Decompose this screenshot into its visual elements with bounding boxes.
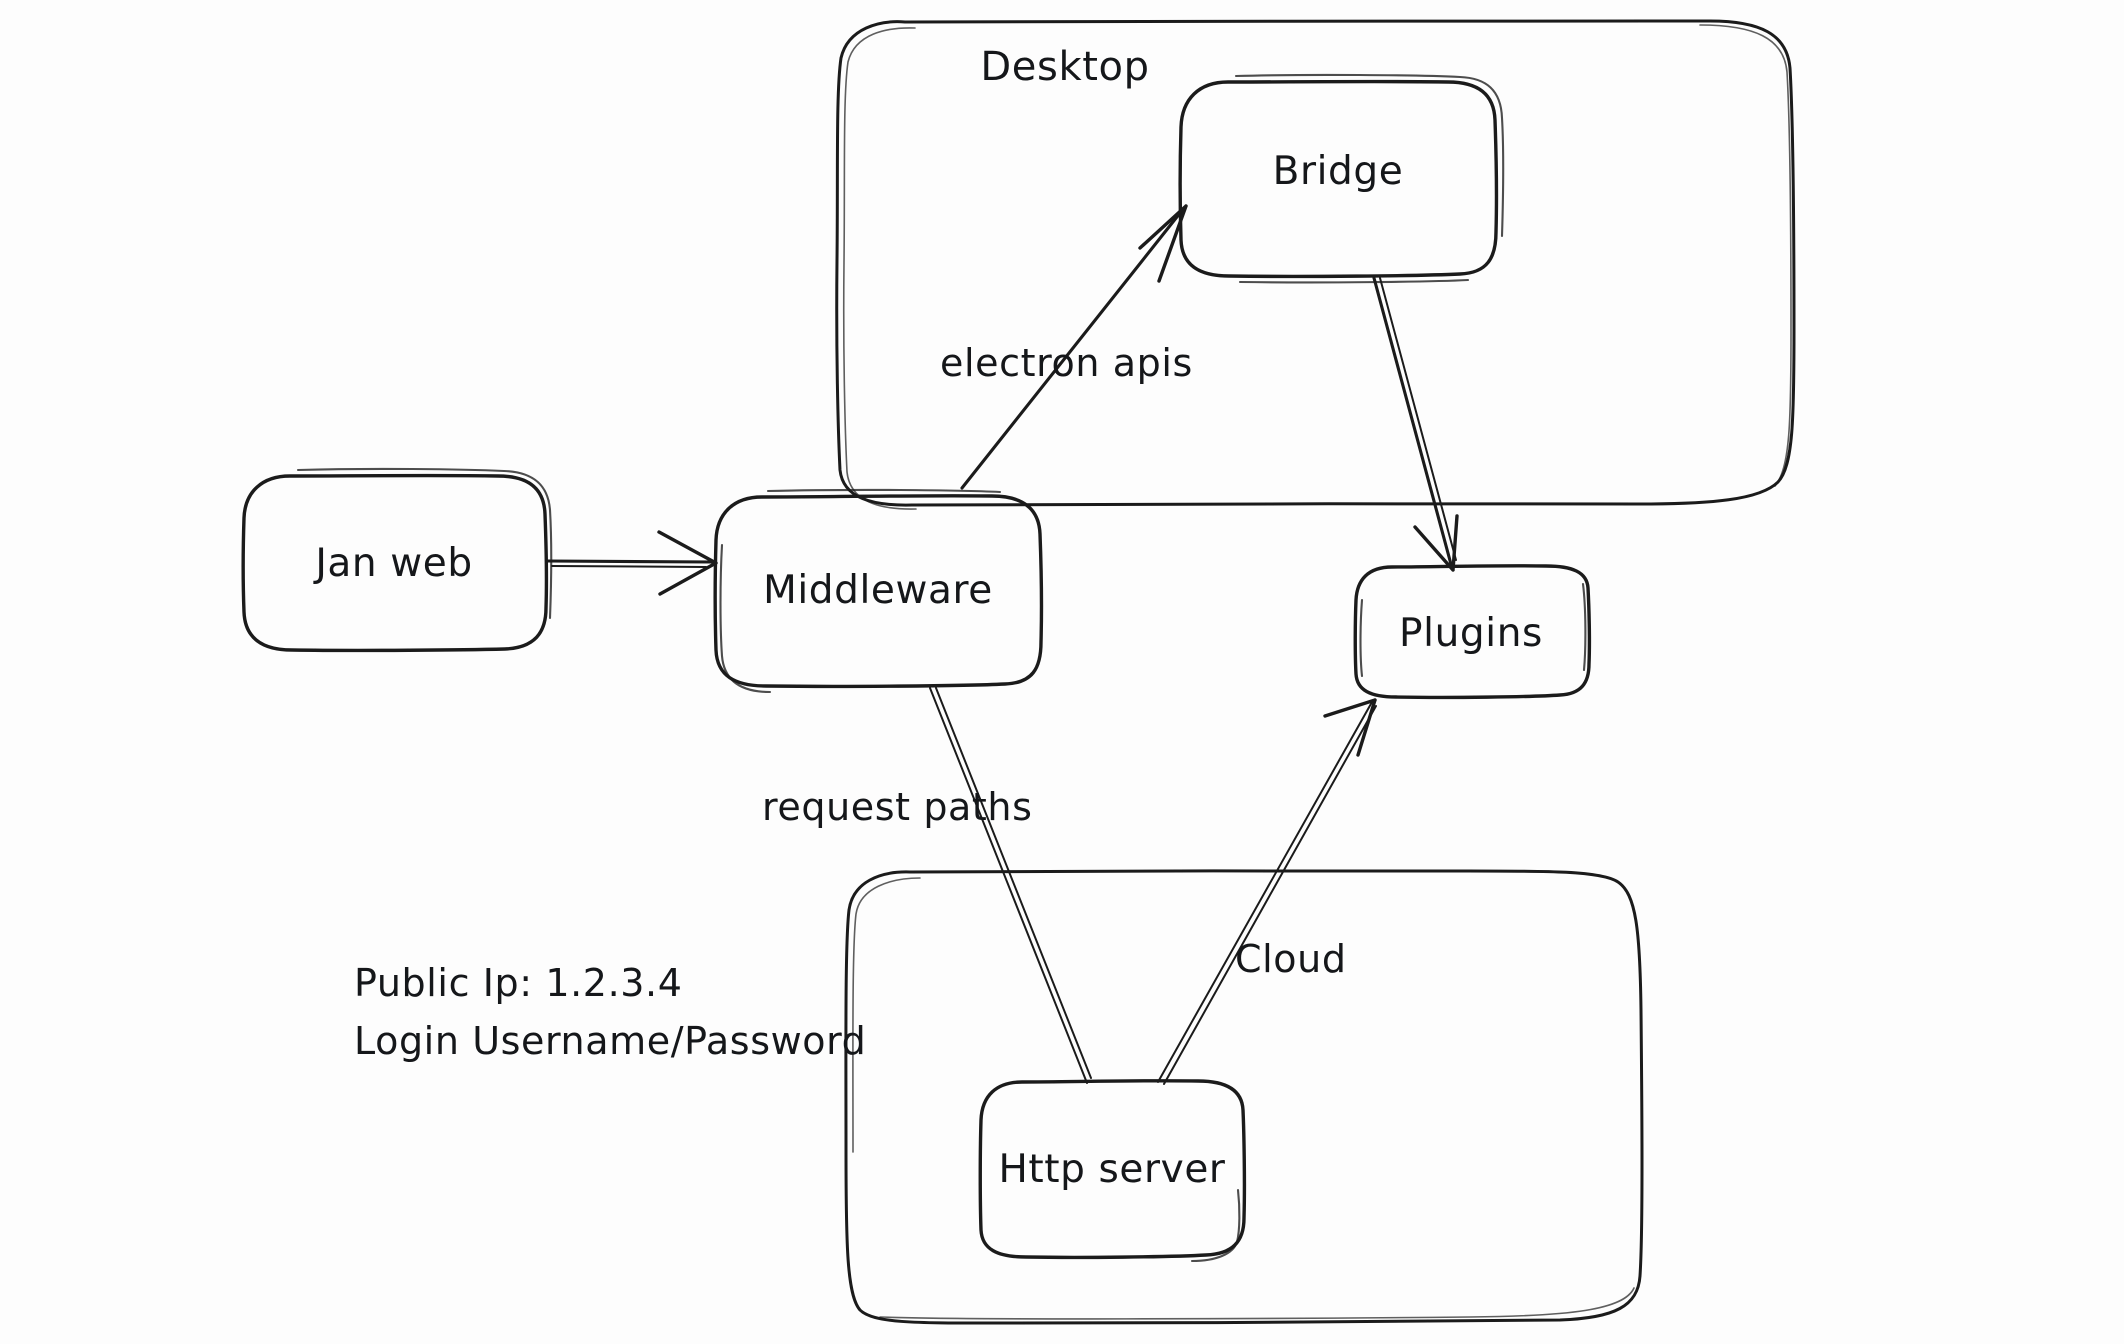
note-public-ip-login: Public Ip: 1.2.3.4 Login Username/Passwo… — [354, 961, 866, 1063]
node-bridge-box-ghost-bottom — [1238, 278, 1470, 284]
group-cloud-outline — [844, 869, 1644, 1325]
edge-bridge-to-plugins-line — [1372, 276, 1454, 570]
edge-jan-web-to-middleware[interactable] — [546, 530, 718, 596]
edge-label-request-paths: request paths — [762, 785, 1033, 829]
edge-label-cloud: Cloud — [1235, 937, 1347, 981]
edge-http-server-to-plugins-line-ghost — [1163, 705, 1377, 1085]
node-jan-web-box-ghost — [296, 467, 553, 620]
node-bridge-box — [1178, 79, 1499, 279]
node-bridge-label: Bridge — [1273, 149, 1404, 194]
node-http-server[interactable]: Http server — [978, 1079, 1247, 1263]
node-plugins-label: Plugins — [1399, 611, 1543, 656]
group-desktop-label: Desktop — [980, 44, 1149, 90]
edge-http-server-to-plugins-arrowhead — [1323, 698, 1377, 757]
node-jan-web-box — [241, 473, 549, 653]
group-cloud-outline-ghost — [852, 877, 921, 1153]
edge-http-server-to-plugins[interactable]: Cloud — [1157, 698, 1377, 1085]
node-middleware-box-ghost-top — [766, 488, 1002, 494]
note-login-line: Login Username/Password — [354, 1019, 866, 1063]
node-plugins-box — [1353, 564, 1592, 700]
edge-jan-web-to-middleware-line — [546, 559, 715, 564]
edge-http-server-to-plugins-line — [1157, 701, 1373, 1083]
node-http-server-box-ghost — [1190, 1188, 1241, 1263]
node-jan-web[interactable]: Jan web — [241, 467, 553, 653]
group-cloud-outline-ghost-bottom — [879, 1287, 1635, 1320]
edge-bridge-to-plugins-line-ghost — [1379, 277, 1457, 561]
group-desktop[interactable]: Desktop — [835, 19, 1796, 510]
edge-middleware-to-http-server[interactable]: request paths — [762, 687, 1092, 1084]
node-middleware-label: Middleware — [763, 568, 993, 613]
node-plugins-box-ghost-right — [1581, 582, 1587, 672]
node-plugins-box-ghost — [1359, 598, 1364, 678]
node-middleware-box-ghost — [719, 543, 772, 694]
group-desktop-outline-ghost — [842, 27, 917, 510]
edge-jan-web-to-middleware-line-ghost — [551, 565, 707, 568]
group-desktop-outline — [835, 19, 1796, 507]
node-plugins[interactable]: Plugins — [1353, 564, 1592, 700]
edge-bridge-to-plugins[interactable] — [1372, 276, 1459, 572]
group-desktop-outline-ghost-right — [1699, 24, 1792, 487]
edge-middleware-to-bridge-line — [960, 206, 1186, 490]
node-middleware-box — [713, 494, 1044, 689]
group-cloud[interactable] — [844, 869, 1644, 1325]
node-bridge[interactable]: Bridge — [1178, 73, 1505, 284]
edge-jan-web-to-middleware-arrowhead — [657, 530, 718, 596]
node-bridge-box-ghost — [1234, 73, 1505, 238]
edge-middleware-to-bridge[interactable]: electron apis — [940, 204, 1193, 490]
node-jan-web-label: Jan web — [312, 541, 472, 586]
edge-middleware-to-http-server-line — [929, 687, 1088, 1084]
edge-middleware-to-http-server-line-ghost — [935, 687, 1092, 1079]
node-http-server-label: Http server — [998, 1147, 1225, 1192]
edge-bridge-to-plugins-arrowhead — [1413, 514, 1459, 572]
edge-label-electron-apis: electron apis — [940, 341, 1193, 385]
node-http-server-box — [978, 1079, 1247, 1260]
edge-middleware-to-bridge-arrowhead — [1138, 204, 1188, 283]
note-public-ip-line: Public Ip: 1.2.3.4 — [354, 961, 683, 1005]
node-middleware[interactable]: Middleware — [713, 488, 1044, 694]
